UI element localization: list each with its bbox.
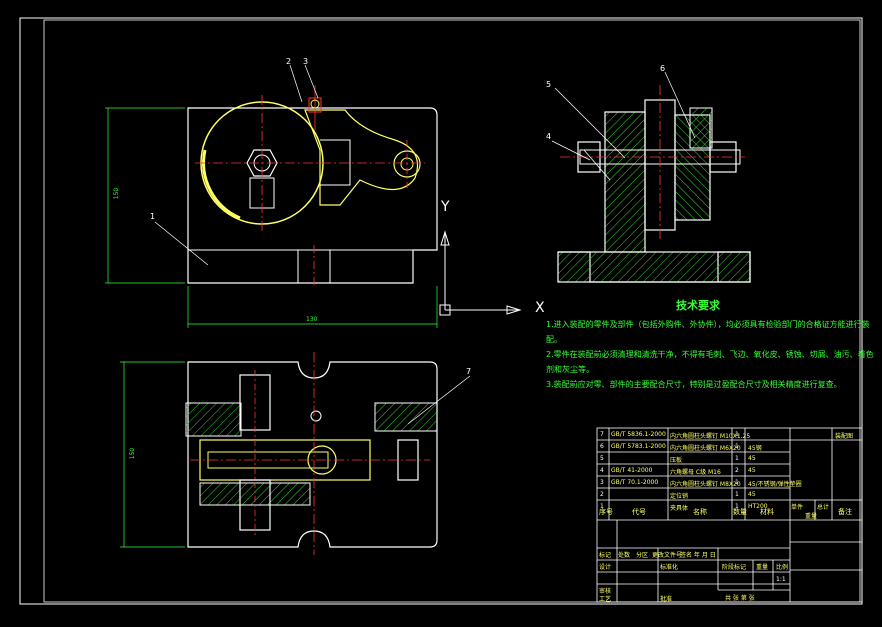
tb-review: 审核 — [599, 588, 612, 595]
bom-qty: 1 — [735, 503, 739, 510]
tb-change-doc: 更改文件号 — [652, 552, 683, 559]
balloon-1: 1 — [150, 212, 156, 221]
y-axis-label: Y — [441, 199, 450, 215]
bom-material: 45 — [748, 455, 756, 462]
front-view — [105, 64, 438, 328]
bom-name: 六角螺母 C级 M16 — [670, 469, 721, 476]
bom-code: GB/T 41-2000 — [611, 467, 653, 474]
x-axis-label: X — [535, 300, 545, 316]
support-section — [604, 111, 646, 253]
balloon-2: 2 — [286, 57, 292, 66]
tb-mark: 标记 — [599, 552, 612, 559]
bom-no: 7 — [600, 431, 604, 438]
bom-qty: 1 — [735, 431, 739, 438]
bom-header-code: 代号 — [632, 508, 646, 516]
tb-stamp: 装配图 — [835, 433, 854, 440]
tb-standard: 标准化 — [660, 564, 679, 571]
bom-name: 压板 — [670, 457, 683, 464]
top-view — [120, 352, 471, 555]
bom-no: 1 — [600, 503, 604, 510]
inner-frame — [43, 19, 861, 603]
bom-header-remark: 备注 — [838, 508, 852, 516]
tb-weight: 重量 — [756, 564, 769, 571]
bom-header-single: 单件 — [791, 504, 804, 511]
dimension-width-front: 130 — [306, 316, 318, 323]
bom-material: 45钢 — [748, 445, 762, 452]
bom-qty: 2 — [735, 467, 739, 474]
tb-design: 设计 — [599, 564, 612, 571]
bom-name: 夹具体 — [670, 505, 689, 512]
tb-approve: 批准 — [660, 596, 673, 603]
bom-table — [596, 427, 863, 603]
bom-name: 内六角圆柱头螺钉 M10X1.25 — [670, 433, 751, 440]
bom-code: GB/T 70.1-2000 — [611, 479, 659, 486]
bom-qty: 1 — [735, 443, 739, 450]
bom-code: GB/T 5783.1-2000 — [611, 443, 666, 450]
bom-header-qty: 数量 — [733, 508, 747, 516]
bom-no: 4 — [600, 467, 604, 474]
bom-qty: 1 — [735, 455, 739, 462]
bom-no: 2 — [600, 491, 604, 498]
outer-frame — [19, 17, 863, 605]
bom-no: 5 — [600, 455, 604, 462]
dimension-height-front: 150 — [113, 187, 121, 200]
tech-req-line-1: 1.进入装配的零件及部件（包括外购件、外协件），均必须具有检验部门的合格证方能进… — [546, 320, 870, 329]
bom-material: 45 — [748, 467, 756, 474]
base-section — [557, 251, 751, 283]
bom-name: 内六角圆柱头螺钉 M6X20 — [670, 445, 741, 452]
bom-no: 3 — [600, 479, 604, 486]
bom-material: 45/不锈钢/弹性垫圈 — [748, 481, 802, 488]
tb-scale-value: 1:1 — [776, 576, 786, 583]
balloon-5: 5 — [546, 80, 552, 89]
fixture-body-top — [187, 361, 438, 548]
balloon-7: 7 — [466, 367, 472, 376]
balloon-6: 6 — [660, 64, 666, 73]
balloon-3: 3 — [303, 57, 309, 66]
fixture-body-front — [187, 107, 438, 284]
tech-req-line-2: 配。 — [546, 335, 562, 344]
ucs-axis-indicator — [439, 230, 522, 316]
balloon-4: 4 — [546, 132, 552, 141]
tb-zone: 分区 — [636, 552, 649, 559]
tech-req-line-4: 剂和灰尘等。 — [546, 365, 594, 374]
tech-requirements-title: 技术要求 — [676, 299, 720, 312]
tb-count: 处数 — [618, 552, 631, 559]
bom-code: GB/T 5836.1-2000 — [611, 431, 666, 438]
tb-sign-date: 签名 年 月 日 — [680, 552, 716, 559]
bom-header-total: 总计 — [817, 504, 830, 511]
bom-name: 定位销 — [670, 493, 689, 500]
tb-sheets: 共 张 第 张 — [725, 595, 755, 602]
dimension-height-top: 150 — [129, 447, 137, 460]
bom-qty: 1 — [735, 479, 739, 486]
tb-process: 工艺 — [599, 596, 612, 603]
bom-name: 内六角圆柱头螺钉 M8X20 — [670, 481, 741, 488]
tb-stage-mark: 阶段标记 — [722, 564, 747, 571]
bom-qty: 1 — [735, 491, 739, 498]
tb-scale: 比例 — [776, 564, 789, 571]
bom-header-no: 序号 — [599, 508, 613, 516]
bom-no: 6 — [600, 443, 604, 450]
bom-header-material: 材料 — [760, 508, 774, 516]
connecting-rod — [304, 109, 419, 206]
side-view-section — [551, 71, 751, 283]
bom-header-weight: 重量 — [805, 513, 818, 520]
bom-material: HT200 — [748, 503, 768, 510]
tech-req-line-5: 3.装配前应对零、部件的主要配合尺寸，特别是过盈配合尺寸及相关精度进行复查。 — [546, 380, 842, 389]
tech-req-line-3: 2.零件在装配前必须清理和清洗干净，不得有毛刺、飞边、氧化皮、锈蚀、切屑、油污、… — [546, 350, 874, 359]
bom-material: 45 — [748, 491, 756, 498]
bom-header-name: 名称 — [693, 508, 707, 516]
